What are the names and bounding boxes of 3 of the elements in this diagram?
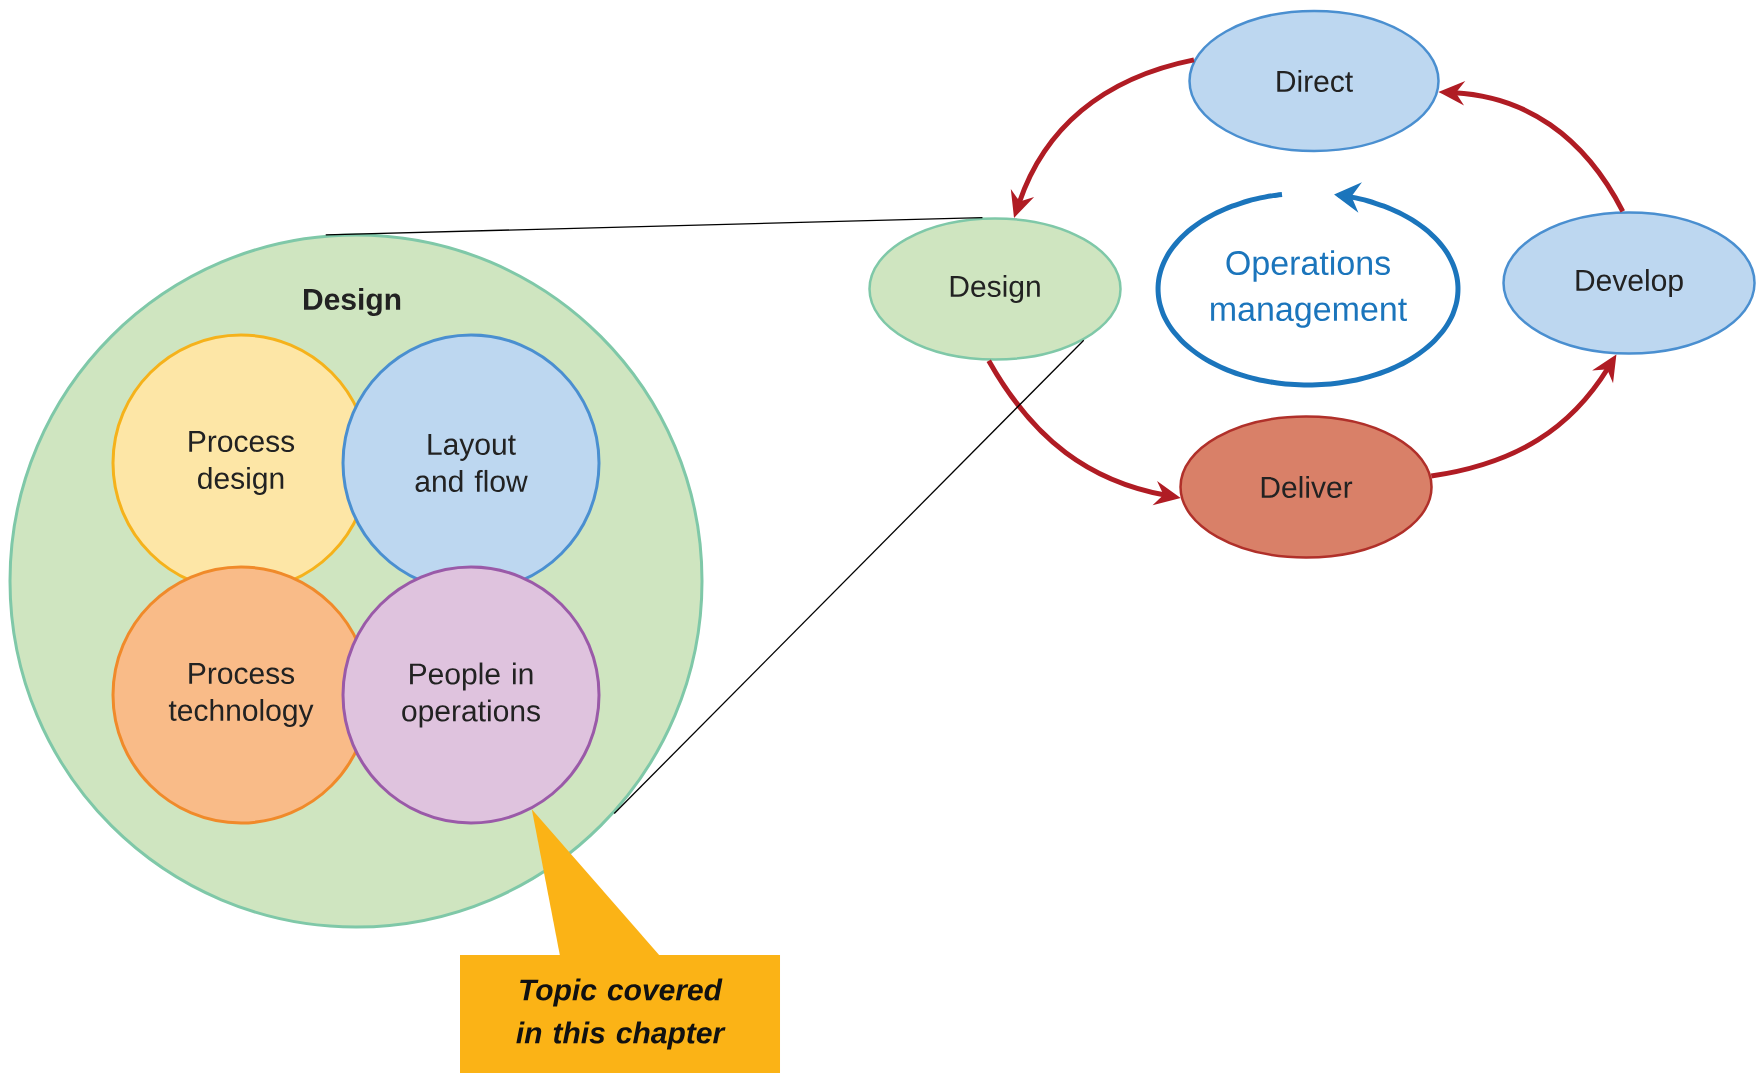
zoom-line	[325, 216, 984, 236]
zoom-line	[613, 339, 1085, 815]
callout-box: Topic covered in this chapter	[460, 809, 780, 1073]
